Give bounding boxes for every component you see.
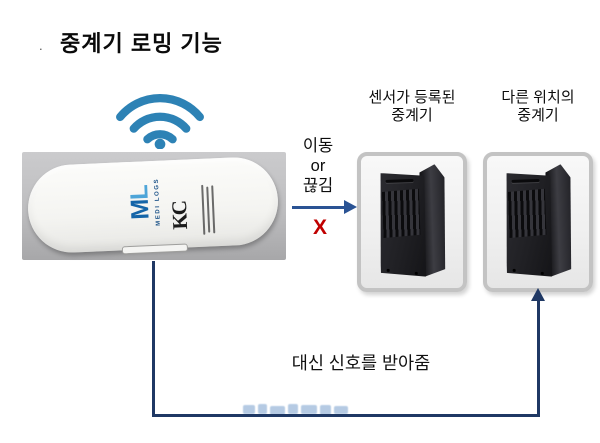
- repeater-screw: [540, 271, 544, 275]
- sensor-device-photo: ML MEDI LOGS KC: [22, 152, 286, 260]
- up-arrow-head: [531, 288, 545, 301]
- repeater-screw: [512, 268, 516, 272]
- right-arrow: [292, 200, 358, 214]
- medilogs-wordmark: MEDI LOGS: [153, 177, 162, 226]
- right-arrow-head: [344, 200, 357, 214]
- repeater-screw: [414, 271, 418, 275]
- title-leading-dot: .: [39, 38, 43, 53]
- connector-line-right-vertical: [537, 299, 540, 416]
- wifi-icon: [116, 93, 204, 149]
- connector-line-bottom-horizontal: [152, 414, 540, 417]
- registered-repeater-label: 센서가 등록된 중계기: [351, 89, 473, 125]
- repeater-screw: [386, 268, 390, 272]
- device-slot: [121, 243, 189, 255]
- watermark-fragment: [258, 404, 267, 414]
- watermark-fragment: [320, 405, 331, 415]
- watermark-fragment: [301, 405, 317, 414]
- watermark-fragment: [288, 404, 298, 414]
- page-title: 중계기 로밍 기능: [60, 31, 223, 56]
- connector-line-left-vertical: [152, 261, 155, 416]
- other-location-repeater-photo: [483, 152, 593, 292]
- other-location-repeater-label-line1: 다른 위치의: [501, 89, 575, 106]
- registered-repeater-photo: [357, 152, 467, 292]
- right-arrow-shaft: [292, 205, 346, 209]
- move-or-disconnect-label: 이동 or 끊김: [288, 136, 348, 196]
- logo-letter-m: M: [125, 199, 155, 221]
- logo-letter-l: L: [125, 184, 154, 201]
- sensor-device-body: ML MEDI LOGS KC: [26, 155, 280, 255]
- repeater-device: [375, 163, 451, 281]
- kc-certification-mark: KC: [166, 201, 193, 231]
- watermark: [243, 403, 351, 417]
- fail-x-mark: X: [312, 216, 327, 239]
- relay-signal-caption: 대신 신호를 받아줌: [291, 353, 431, 373]
- registered-repeater-label-line2: 중계기: [391, 107, 433, 124]
- repeater-vents: [381, 188, 421, 239]
- watermark-fragment: [270, 406, 285, 415]
- move-label: 이동: [302, 137, 334, 155]
- other-location-repeater-label-line2: 중계기: [517, 107, 559, 124]
- medilogs-monogram: ML: [125, 164, 155, 241]
- disconnect-label: 끊김: [302, 177, 334, 195]
- registered-repeater-label-line1: 센서가 등록된: [368, 89, 456, 106]
- repeater-vents: [507, 188, 547, 239]
- or-label: or: [310, 157, 326, 175]
- other-location-repeater-label: 다른 위치의 중계기: [477, 89, 599, 125]
- watermark-fragment: [243, 405, 255, 414]
- watermark-fragment: [334, 406, 348, 414]
- fine-print-marks: [201, 184, 219, 237]
- repeater-device: [501, 163, 577, 281]
